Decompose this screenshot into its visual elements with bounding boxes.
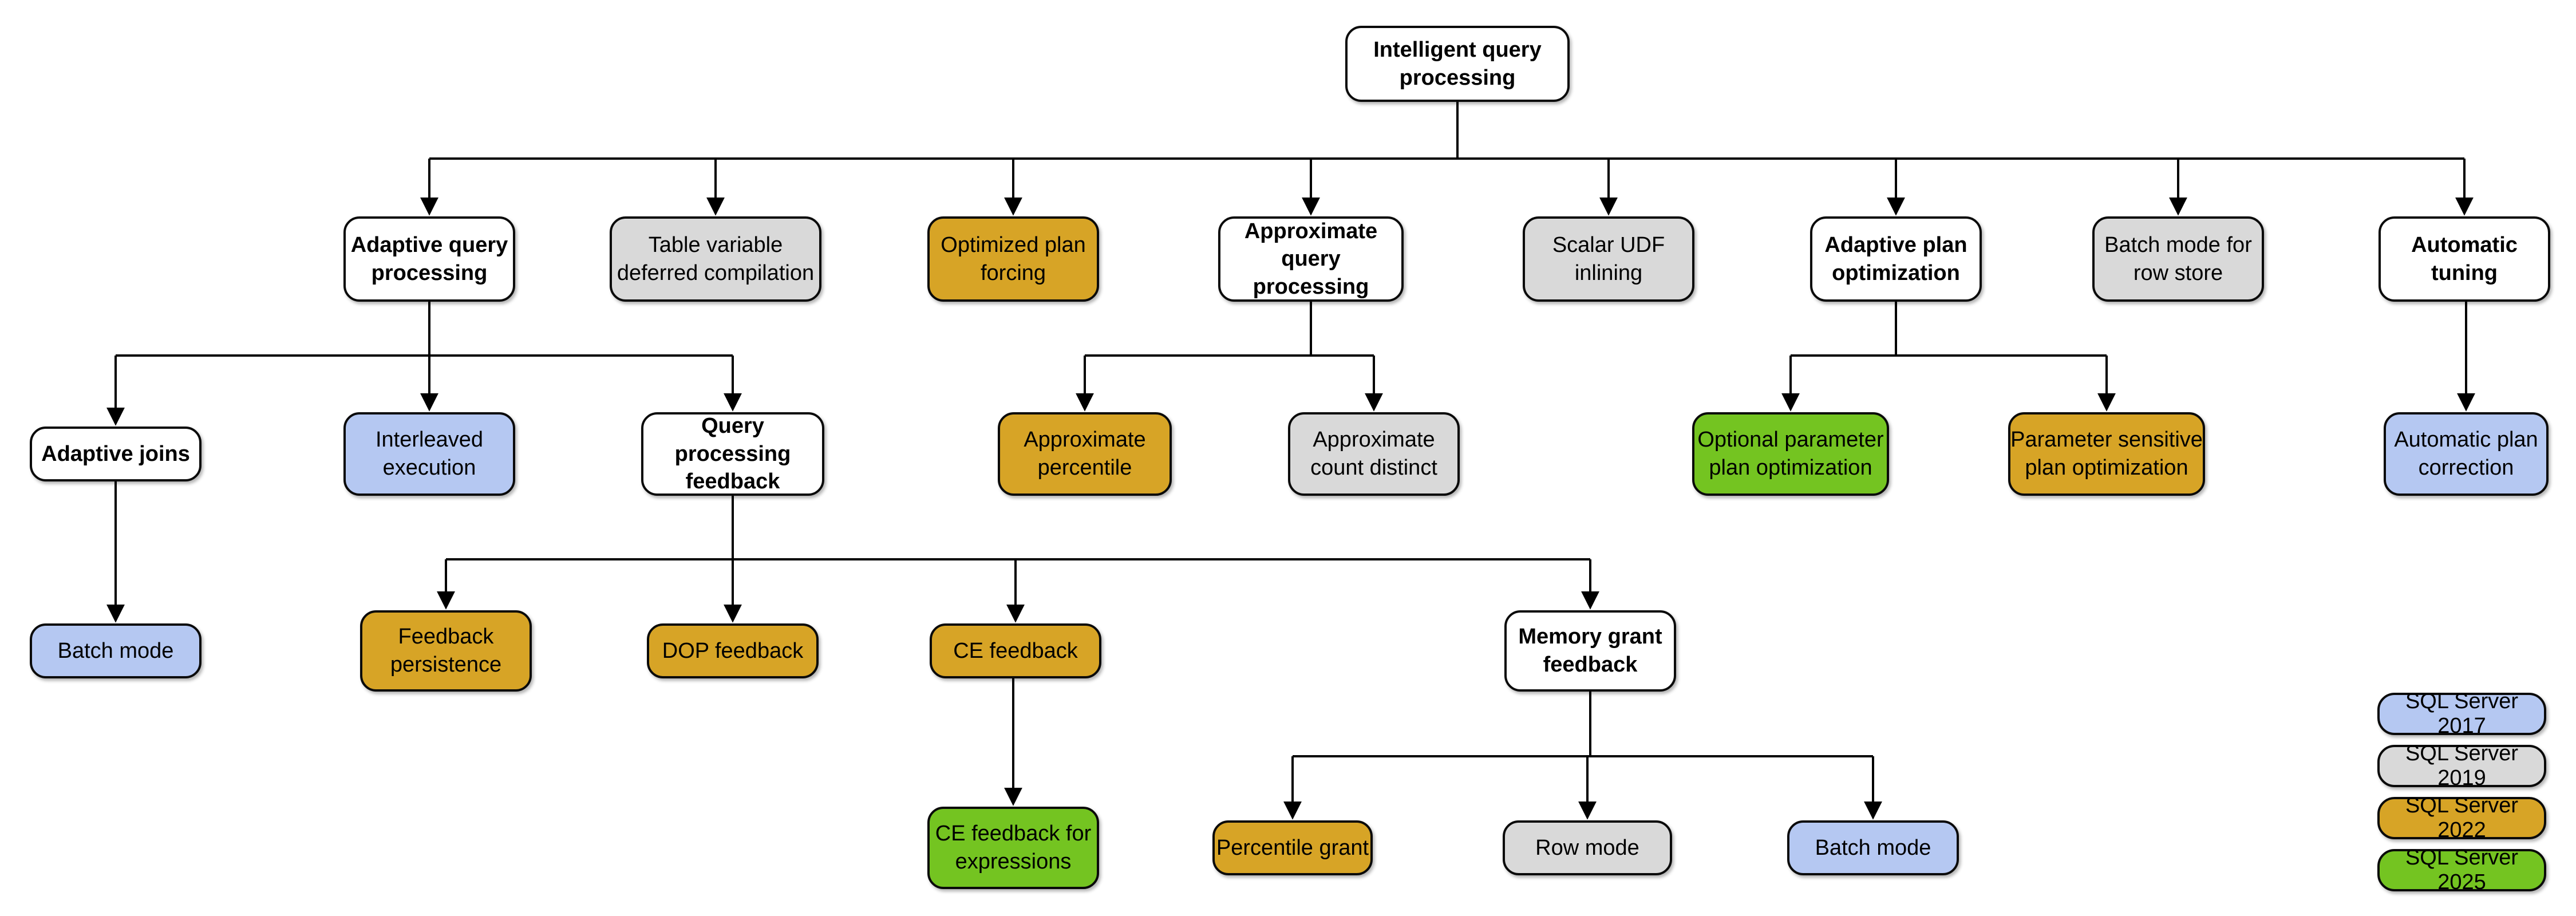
node-label: Percentile grant <box>1216 835 1369 860</box>
node-approximate-count-distinct: Approximate count distinct <box>1288 412 1460 496</box>
node-adaptive-joins: Adaptive joins <box>30 427 202 481</box>
node-optimized-plan-forcing: Optimized plan forcing <box>927 216 1099 302</box>
legend-label: SQL Server 2019 <box>2405 741 2519 790</box>
node-row-mode: Row mode <box>1503 820 1672 875</box>
legend-label: SQL Server 2022 <box>2405 793 2519 842</box>
node-label: CE feedback for expressions <box>935 822 1092 874</box>
node-ce-feedback-for-expressions: CE feedback for expressions <box>927 807 1099 889</box>
node-query-processing-feedback: Query processing feedback <box>641 412 824 496</box>
node-label: DOP feedback <box>662 638 804 663</box>
node-ce-feedback: CE feedback <box>930 623 1101 678</box>
node-parameter-sensitive-plan-optimization: Parameter sensitive plan optimization <box>2008 412 2205 496</box>
node-interleaved-execution: Interleaved execution <box>343 412 515 496</box>
node-label: Approximate query processing <box>1244 219 1378 299</box>
legend-label: SQL Server 2017 <box>2405 689 2519 738</box>
node-scalar-udf-inlining: Scalar UDF inlining <box>1523 216 1694 302</box>
node-label: Optional parameter plan optimization <box>1697 428 1884 480</box>
node-label: Query processing feedback <box>674 414 791 494</box>
node-approximate-percentile: Approximate percentile <box>998 412 1172 496</box>
edge-from-approximate-query-processing <box>1076 302 1383 412</box>
node-feedback-persistence: Feedback persistence <box>360 610 532 692</box>
legend-label: SQL Server 2025 <box>2405 846 2519 894</box>
node-batch-mode: Batch mode <box>1787 820 1959 875</box>
node-adaptive-plan-optimization: Adaptive plan optimization <box>1810 216 1982 302</box>
node-label: Approximate count distinct <box>1310 428 1437 480</box>
node-intelligent-query-processing: Intelligent query processing <box>1345 26 1570 102</box>
node-label: Table variable deferred compilation <box>617 232 815 285</box>
node-table-variable-deferred-compilation: Table variable deferred compilation <box>610 216 821 302</box>
node-label: Batch mode for row store <box>2104 232 2252 285</box>
node-label: CE feedback <box>953 638 1078 663</box>
node-automatic-plan-correction: Automatic plan correction <box>2384 412 2549 496</box>
node-label: Automatic plan correction <box>2394 428 2538 480</box>
edge-from-intelligent-query-processing <box>420 102 2474 216</box>
legend-item-sql-server-2019: SQL Server 2019 <box>2377 741 2546 790</box>
node-label: Optimized plan forcing <box>941 232 1086 285</box>
node-label: Adaptive plan optimization <box>1824 232 1967 285</box>
node-label: Intelligent query processing <box>1373 37 1542 90</box>
node-label: Interleaved execution <box>375 428 483 480</box>
legend-item-sql-server-2022: SQL Server 2022 <box>2377 793 2546 842</box>
node-label: Scalar UDF inlining <box>1552 232 1665 285</box>
node-adaptive-query-processing: Adaptive query processing <box>343 216 515 302</box>
edge-from-query-processing-feedback <box>437 496 1599 623</box>
legend-item-sql-server-2025: SQL Server 2025 <box>2377 846 2546 894</box>
node-label: Adaptive query processing <box>350 232 508 285</box>
node-optional-parameter-plan-optimization: Optional parameter plan optimization <box>1692 412 1889 496</box>
node-batch-mode-for-row-store: Batch mode for row store <box>2092 216 2264 302</box>
node-label: Parameter sensitive plan optimization <box>2010 428 2203 480</box>
node-memory-grant-feedback: Memory grant feedback <box>1504 610 1676 692</box>
node-approximate-query-processing: Approximate query processing <box>1218 216 1404 302</box>
edge-from-adaptive-query-processing <box>106 302 742 426</box>
edge-from-memory-grant-feedback <box>1283 692 1882 820</box>
node-dop-feedback: DOP feedback <box>647 623 819 678</box>
node-label: Row mode <box>1535 835 1639 860</box>
node-label: Automatic tuning <box>2411 232 2518 285</box>
node-percentile-grant: Percentile grant <box>1212 820 1373 875</box>
node-label: Batch mode <box>57 638 174 663</box>
node-batch-mode: Batch mode <box>30 623 202 678</box>
node-label: Memory grant feedback <box>1518 625 1662 677</box>
node-label: Approximate percentile <box>1024 428 1146 480</box>
legend-item-sql-server-2017: SQL Server 2017 <box>2377 689 2546 738</box>
node-label: Batch mode <box>1815 835 1931 860</box>
node-automatic-tuning: Automatic tuning <box>2379 216 2550 302</box>
edge-from-adaptive-plan-optimization <box>1781 302 2116 412</box>
node-label: Feedback persistence <box>390 625 502 677</box>
node-label: Adaptive joins <box>41 441 190 466</box>
